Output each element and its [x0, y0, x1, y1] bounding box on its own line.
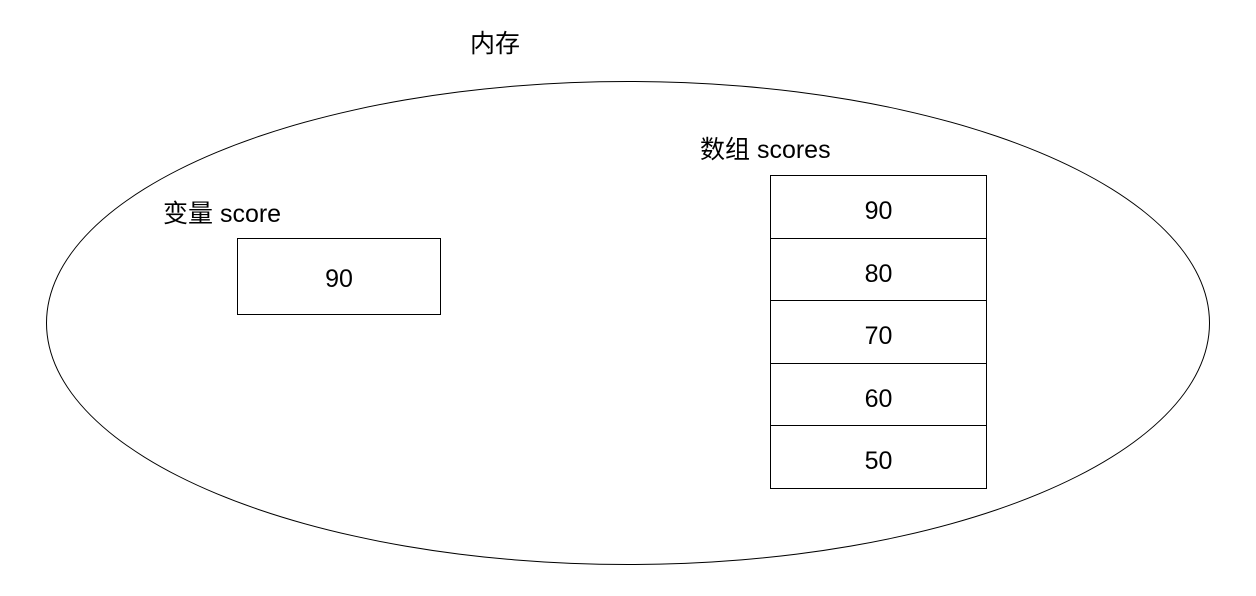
variable-box: 90 [237, 238, 441, 315]
memory-ellipse-shape [46, 81, 1210, 565]
array-table: 90 80 70 60 50 [770, 175, 987, 489]
diagram-title: 内存 [469, 30, 520, 58]
array-cell: 60 [771, 364, 986, 427]
array-cell: 90 [771, 176, 986, 239]
array-cell-value: 90 [864, 197, 893, 225]
array-label: 数组 scores [700, 136, 831, 164]
variable-label: 变量 score [163, 200, 282, 228]
array-cell-value: 70 [864, 322, 893, 351]
array-cell: 80 [771, 239, 986, 302]
array-cell: 70 [771, 301, 986, 364]
array-cell-value: 80 [864, 259, 893, 288]
array-cell-value: 60 [864, 384, 893, 413]
array-cell: 50 [771, 426, 986, 488]
variable-value: 90 [325, 265, 353, 293]
array-cell-value: 50 [864, 447, 893, 476]
